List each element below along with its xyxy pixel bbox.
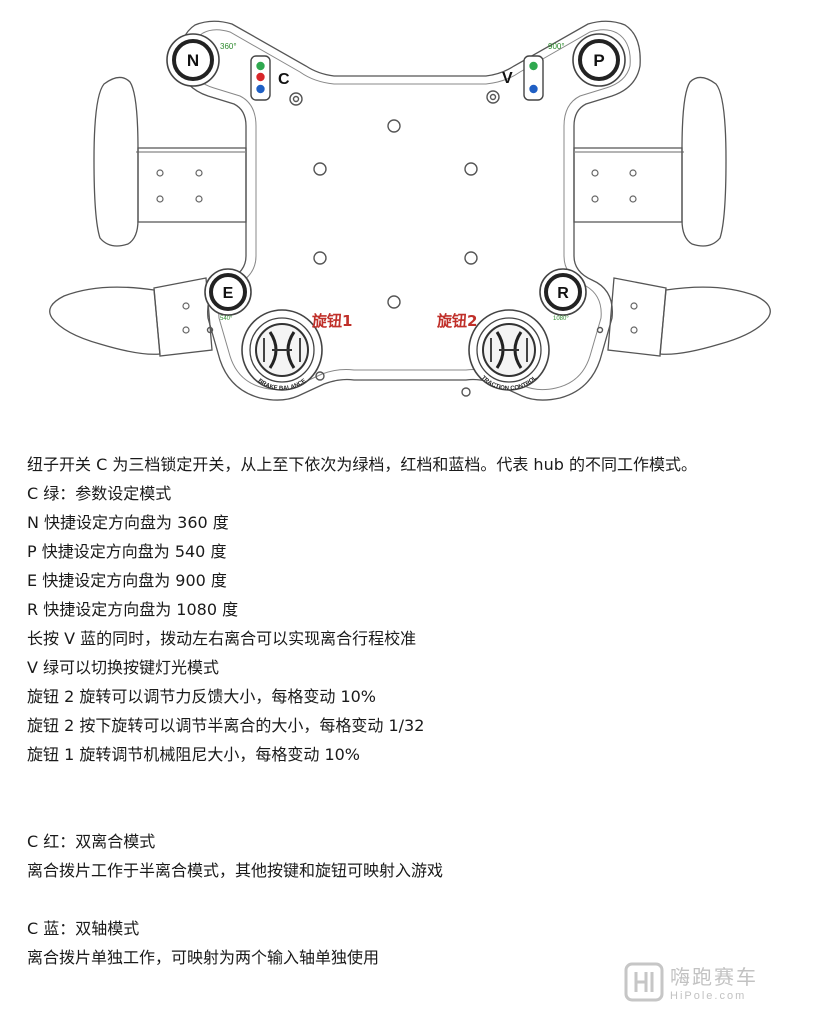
hipole-watermark: 嗨跑赛车 HiPole.com [624, 962, 758, 1002]
button-p-degrees: 900° [548, 42, 565, 51]
right-lower-paddle [659, 286, 771, 355]
blue-mode-line: 离合拨片单独工作，可映射为两个输入轴单独使用 [27, 948, 380, 967]
blue-mode-section: C 蓝：双轴模式 离合拨片单独工作，可映射为两个输入轴单独使用 [27, 914, 807, 972]
steering-hub-diagram: N 360° P 900° E 540° R 1080° C V [49, 20, 771, 401]
plate-hole [387, 295, 401, 309]
left-lower-bracket [153, 277, 213, 357]
intro-paragraph: 纽子开关 C 为三档锁定开关，从上至下依次为绿档，红档和蓝档。代表 hub 的不… [27, 455, 697, 474]
watermark-sub: HiPole.com [670, 990, 746, 1002]
green-mode-line: P 快捷设定方向盘为 540 度 [27, 542, 227, 561]
red-mode-heading: C 红：双离合模式 [27, 832, 156, 851]
switch-c-blue-led [256, 84, 265, 94]
button-n[interactable]: N [166, 33, 220, 87]
red-mode-line: 离合拨片工作于半离合模式，其他按键和旋钮可映射入游戏 [27, 861, 444, 880]
left-upper-bracket [137, 147, 247, 223]
green-mode-heading: C 绿：参数设定模式 [27, 484, 172, 503]
screw [486, 90, 500, 104]
knob-1[interactable] [241, 309, 323, 391]
button-r-degrees: 1080° [553, 316, 569, 322]
button-p[interactable]: P [572, 33, 626, 87]
red-mode-section: C 红：双离合模式 离合拨片工作于半离合模式，其他按键和旋钮可映射入游戏 [27, 827, 807, 885]
switch-v-label: V [502, 70, 513, 87]
plate-hole [313, 162, 327, 176]
hipole-logo-icon [624, 962, 664, 1002]
plate-hole [387, 119, 401, 133]
knob-2[interactable] [468, 309, 550, 391]
switch-c-red-led [256, 72, 265, 82]
green-mode-line: 旋钮 2 按下旋转可以调节半离合的大小，每格变动 1/32 [27, 716, 425, 735]
green-mode-line: R 快捷设定方向盘为 1080 度 [27, 600, 239, 619]
green-mode-section: C 绿：参数设定模式 N 快捷设定方向盘为 360 度 P 快捷设定方向盘为 5… [27, 479, 807, 769]
hub-plate-inner-edge [189, 29, 631, 391]
switch-v[interactable] [523, 55, 544, 101]
right-lower-bracket [607, 277, 667, 357]
green-mode-line: 旋钮 2 旋转可以调节力反馈大小，每格变动 10% [27, 687, 377, 706]
button-e[interactable]: E [204, 268, 252, 316]
hub-plate [179, 20, 641, 401]
green-mode-line: V 绿可以切换按键灯光模式 [27, 658, 220, 677]
screw [289, 92, 303, 106]
button-r-label: R [557, 285, 569, 302]
button-r[interactable]: R [539, 268, 587, 316]
button-n-label: N [187, 51, 199, 70]
green-mode-line: 旋钮 1 旋转调节机械阻尼大小，每格变动 10% [27, 745, 361, 764]
watermark-main: 嗨跑赛车 [670, 965, 758, 989]
switch-c[interactable] [250, 55, 271, 101]
button-e-degrees: 540° [220, 316, 233, 322]
instructions-text: 纽子开关 C 为三档锁定开关，从上至下依次为绿档，红档和蓝档。代表 hub 的不… [27, 450, 807, 972]
plate-hole [464, 251, 478, 265]
switch-v-green-led [529, 61, 538, 71]
button-e-label: E [223, 285, 234, 302]
switch-c-green-led [256, 61, 265, 71]
right-upper-bracket [573, 147, 683, 223]
left-lower-paddle [49, 286, 161, 355]
knob-2-label: 旋钮2 [436, 312, 477, 330]
green-mode-line: E 快捷设定方向盘为 900 度 [27, 571, 227, 590]
green-mode-line: N 快捷设定方向盘为 360 度 [27, 513, 229, 532]
switch-v-blue-led [529, 84, 538, 94]
plate-hole [313, 251, 327, 265]
button-n-degrees: 360° [220, 42, 237, 51]
right-upper-paddle [681, 76, 727, 247]
button-p-label: P [593, 51, 604, 70]
plate-hole [464, 162, 478, 176]
green-mode-line: 长按 V 蓝的同时，拨动左右离合可以实现离合行程校准 [27, 629, 417, 648]
switch-c-label: C [278, 71, 290, 88]
left-upper-paddle [93, 76, 139, 247]
knob-1-label: 旋钮1 [311, 312, 352, 330]
blue-mode-heading: C 蓝：双轴模式 [27, 919, 140, 938]
